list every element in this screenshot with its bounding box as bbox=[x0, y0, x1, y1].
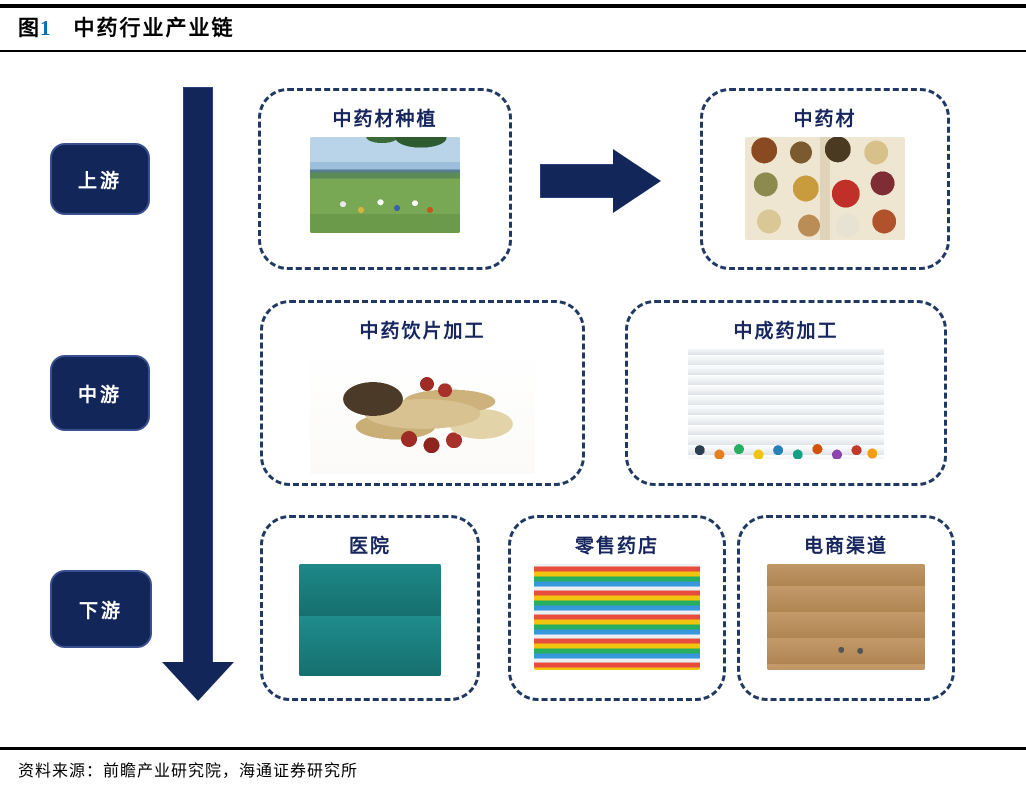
vertical-flow-arrow-shaft bbox=[183, 87, 213, 663]
title-underline-rule bbox=[0, 50, 1026, 52]
decoction-pieces-photo bbox=[310, 349, 535, 474]
right-arrow-head-icon bbox=[613, 149, 661, 213]
farm-field-photo bbox=[310, 137, 460, 233]
stage-label-midstream: 中游 bbox=[77, 384, 122, 406]
figure-title-text: 中药行业产业链 bbox=[73, 16, 235, 40]
box-label-hospital: 医院 bbox=[348, 536, 391, 557]
stage-chip-upstream: 上游 bbox=[50, 143, 150, 215]
stage-chip-midstream: 中游 bbox=[50, 355, 150, 431]
figure-label-char: 图 bbox=[18, 16, 40, 40]
chain-box-hospital: 医院 bbox=[260, 515, 480, 701]
footer-rule bbox=[0, 747, 1026, 750]
box-label-decoction-processing: 中药饮片加工 bbox=[359, 321, 486, 342]
medicine-bottles-photo bbox=[688, 349, 884, 459]
stage-chip-downstream: 下游 bbox=[50, 570, 152, 648]
box-label-planting: 中药材种植 bbox=[332, 109, 438, 130]
box-label-patent-medicine-processing: 中成药加工 bbox=[733, 321, 839, 342]
ecommerce-cart-photo bbox=[767, 564, 925, 670]
chain-box-decoction-processing: 中药饮片加工 bbox=[260, 300, 585, 486]
herbs-assortment-photo bbox=[745, 137, 905, 240]
stage-label-upstream: 上游 bbox=[77, 170, 122, 192]
source-note: 资料来源：前瞻产业研究院，海通证券研究所 bbox=[18, 763, 359, 780]
hospital-building-photo bbox=[299, 564, 441, 676]
top-rule bbox=[0, 4, 1026, 8]
chain-box-ecommerce: 电商渠道 bbox=[737, 515, 955, 701]
chain-box-planting: 中药材种植 bbox=[258, 88, 512, 270]
box-label-ecommerce: 电商渠道 bbox=[803, 536, 888, 557]
pharmacy-interior-photo bbox=[534, 564, 700, 670]
chain-box-retail-pharmacy: 零售药店 bbox=[508, 515, 726, 701]
box-label-retail-pharmacy: 零售药店 bbox=[574, 536, 659, 557]
chain-box-patent-medicine-processing: 中成药加工 bbox=[625, 300, 947, 486]
right-arrow-shaft bbox=[540, 164, 614, 198]
figure-label-number: 1 bbox=[40, 16, 52, 40]
box-label-materials: 中药材 bbox=[793, 109, 857, 130]
chain-box-materials: 中药材 bbox=[700, 88, 950, 270]
vertical-flow-arrow-head-icon bbox=[162, 662, 234, 701]
figure-title: 图1 中药行业产业链 bbox=[18, 11, 235, 45]
stage-label-downstream: 下游 bbox=[78, 600, 123, 622]
